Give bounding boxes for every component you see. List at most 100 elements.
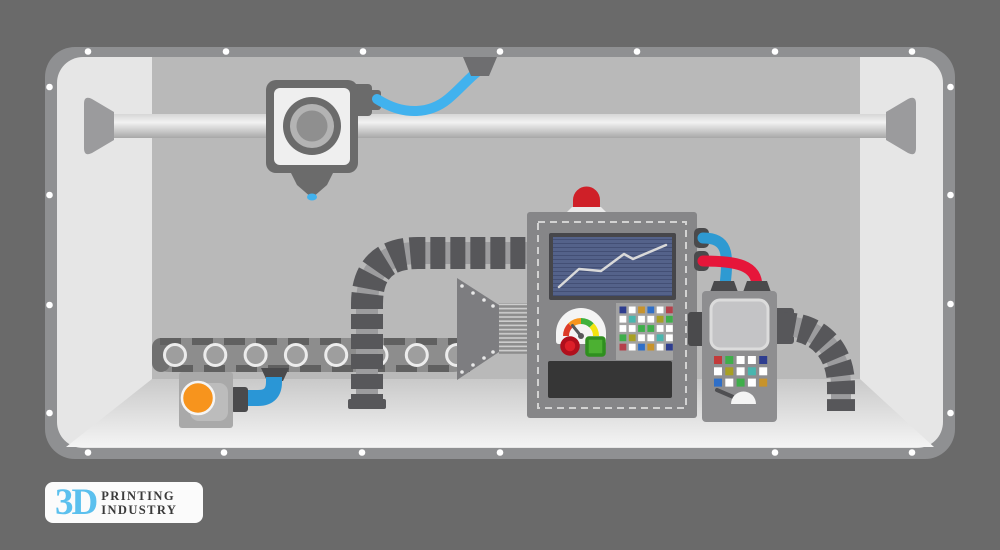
head-lens [296,110,328,142]
nozzle-tip [297,185,327,198]
keypad-key [759,367,768,376]
keypad-key [714,356,722,364]
chain-segments [781,312,855,411]
keypad-key [656,315,664,323]
screw-icon [947,300,954,308]
logo-word-printing: PRINTING [101,488,175,503]
keypad-key [656,334,664,342]
keypad-key [725,367,734,376]
keypad-key [619,306,627,314]
keypad-key [714,378,722,387]
screw-icon [908,48,916,55]
funnel-duct [457,278,528,380]
screw-icon [46,301,53,309]
panel-to-handheld-cables [688,228,772,346]
gauge-arc-yellow [589,323,599,337]
screw-icon [84,449,92,456]
keypad-key [619,334,627,342]
conveyor-roller [404,343,429,367]
keypad-key [656,325,664,332]
keypad-key [736,378,745,387]
keypad-key [647,315,655,323]
logo-words: PRINTING INDUSTRY [101,489,177,517]
keypad-key [666,306,673,314]
rail-bar [98,114,902,138]
logo-3d-printing-industry: 3D PRINTING INDUSTRY [45,482,203,523]
bellows-ribs [499,303,528,354]
keypad-key [628,315,636,323]
screw-icon [947,83,954,91]
screw-icon [358,449,366,456]
conveyor-roller [203,343,228,367]
conveyor-body [152,338,470,372]
rail-mount-left [84,97,114,155]
chain-segments [351,237,530,409]
keypad-key [638,343,645,351]
rail-mount-right [886,97,916,155]
keypad-key [628,343,636,351]
screw-icon [359,48,367,55]
screw-icon [496,48,504,55]
screw-icon [947,191,954,199]
keypad-key [747,378,756,387]
screen-scanlines [553,237,672,296]
keypad-key [725,378,734,387]
panel-handheld-bridge [688,312,706,346]
pipe-box-connector [231,387,248,412]
frame-screws [46,48,954,456]
screw-icon [222,48,230,55]
keypad-key [647,334,655,342]
panel-green-button [585,336,606,357]
pump-box [179,368,289,428]
keypad-key [638,334,645,342]
screw-icon [84,48,92,55]
keypad-key [619,325,627,332]
keypad-key [759,378,768,387]
beacon-dome [573,186,600,213]
conveyor-roller [163,343,187,367]
keypad-key [628,334,636,342]
keypad-key [647,343,655,351]
keypad-key [736,367,745,376]
keypad-key [666,325,673,332]
cable-chain-left [348,237,530,409]
filament-tube [372,67,482,116]
conveyor-roller [324,343,349,367]
logo-mark: 3D [55,481,98,523]
screw-icon [220,449,228,456]
keypad-key [736,356,745,364]
conveyor-end-cap [152,338,170,372]
keypad-key [666,343,673,351]
panel-keypad [619,306,673,351]
keypad-key [725,356,734,364]
blue-elbow-pipe [246,377,282,406]
keypad-key [647,306,655,314]
conveyor-roller [243,343,268,367]
keypad-key [638,306,645,314]
gauge-arc-red [563,323,573,337]
tube-ceiling-connector [463,57,497,76]
nozzle-base [291,173,333,185]
keypad-key [638,325,645,332]
handheld-dial [731,391,756,404]
extruder-head [266,80,381,201]
chain-floor-plate [348,399,386,409]
screw-icon [496,449,504,456]
logo-word-industry: INDUSTRY [101,502,178,517]
keypad-key [714,367,722,376]
panel-dashed-trim [537,221,687,409]
keypad-key [656,343,664,351]
gauge-arc-green [580,318,594,328]
keypad-key [628,306,636,314]
funnel-cone [457,278,499,380]
filament-drop-icon [307,193,317,201]
blue-cable [697,232,733,291]
screw-icon [771,48,779,55]
handheld-controller [702,291,777,422]
screw-icon [947,409,954,417]
control-panel [527,212,697,418]
funnel-rivets [460,284,495,374]
keypad-key [619,315,627,323]
screw-icon [46,191,53,199]
